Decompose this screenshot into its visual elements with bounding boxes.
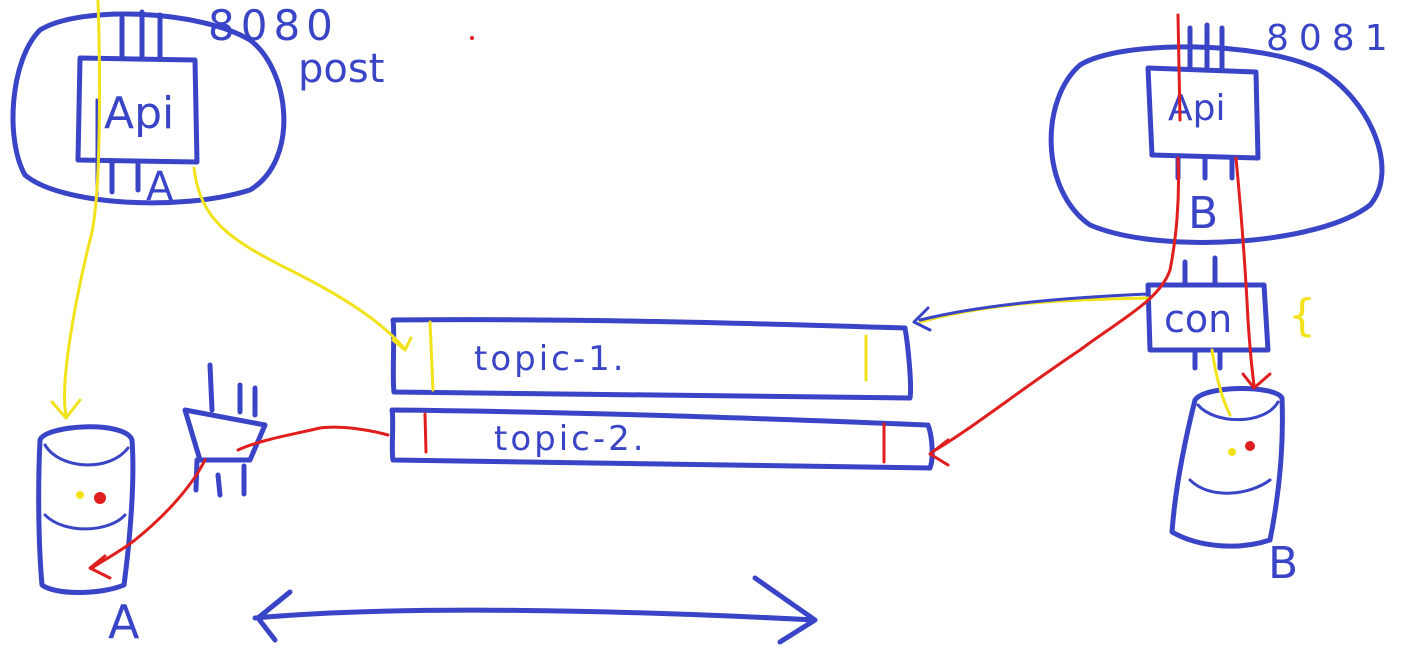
database-b-yellow-record bbox=[1228, 448, 1236, 456]
topic-1-left-marker bbox=[428, 320, 435, 392]
stray-dot bbox=[470, 36, 474, 40]
arrow-consumer-to-topic-1 bbox=[918, 292, 1150, 322]
database-b-top-arc bbox=[1196, 400, 1280, 422]
service-b-brace: { bbox=[1288, 290, 1316, 341]
yellow-flows bbox=[50, 0, 1232, 420]
arrow-head-topic-2 bbox=[928, 438, 950, 467]
database-b bbox=[1169, 386, 1285, 549]
database-a-yellow-record bbox=[76, 491, 84, 499]
service-b-bottom-pins bbox=[1175, 155, 1235, 181]
topic-2-bar bbox=[389, 407, 935, 471]
database-a-label: A bbox=[108, 595, 140, 649]
topic-2-label: topic-2. bbox=[494, 419, 647, 459]
topic-2-left-marker bbox=[423, 412, 428, 454]
database-b-mid-arc bbox=[1188, 478, 1272, 495]
service-b-top-pins bbox=[1187, 22, 1225, 71]
database-a bbox=[36, 424, 136, 595]
flow-consumer-to-database-b bbox=[1210, 348, 1232, 417]
service-b-consumer-top-pins bbox=[1182, 255, 1218, 288]
database-a-red-record bbox=[94, 492, 106, 504]
flow-service-a-to-topic-1 bbox=[192, 166, 406, 350]
topic-2-outline bbox=[389, 407, 935, 471]
service-a-cloud bbox=[10, 11, 287, 206]
service-b-cloud bbox=[1048, 44, 1385, 245]
arrow-head-database-b bbox=[1241, 372, 1272, 390]
service-a-port: 8080 bbox=[208, 1, 339, 50]
service-b-api-box bbox=[1145, 65, 1261, 161]
service-a-api-box bbox=[75, 55, 200, 165]
service-a-letter: A bbox=[146, 164, 174, 210]
service-a-top-pins bbox=[119, 9, 163, 61]
flow-service-b-left-line bbox=[930, 13, 1182, 454]
flow-service-b-right-line bbox=[1234, 156, 1256, 387]
service-b-consumer-box bbox=[1145, 282, 1271, 353]
flow-service-a-to-database-a bbox=[63, 0, 102, 418]
service-b-api-label: Api bbox=[1168, 88, 1225, 129]
arrow-head-database-a bbox=[50, 398, 82, 420]
flow-topic-2-to-consumer-a bbox=[236, 425, 390, 452]
database-a-top-arc bbox=[43, 443, 130, 467]
topic-1-bar bbox=[390, 317, 914, 401]
database-a-mid-arc bbox=[43, 513, 127, 531]
service-a bbox=[10, 9, 287, 206]
consumer-a-box bbox=[182, 407, 268, 463]
red-flows bbox=[88, 13, 1272, 580]
arrow-head-topic-1 bbox=[912, 306, 932, 332]
service-a-api-label: Api bbox=[104, 88, 174, 139]
service-b-letter: B bbox=[1188, 188, 1218, 239]
service-b-consumer-label: con bbox=[1164, 297, 1232, 341]
topic-1-outline bbox=[390, 317, 914, 401]
topic-1-label: topic-1. bbox=[474, 339, 627, 379]
database-b-cylinder bbox=[1169, 386, 1285, 549]
bidirectional-arrow bbox=[252, 575, 818, 645]
blue-arrows bbox=[252, 292, 1150, 645]
database-b-label: B bbox=[1268, 538, 1298, 589]
service-b-port: 8081 bbox=[1266, 18, 1398, 59]
database-a-cylinder bbox=[36, 424, 136, 595]
consumer-a bbox=[182, 362, 268, 498]
service-a-bottom-pins bbox=[109, 159, 141, 195]
service-a-method: post bbox=[298, 46, 384, 92]
service-b-consumer-bottom-pins bbox=[1192, 347, 1223, 371]
arrow-head-database-a-red bbox=[88, 554, 112, 580]
arrow-head-topic-1-in bbox=[391, 336, 413, 352]
flow-consumer-a-to-database-a bbox=[90, 458, 207, 570]
database-b-red-record bbox=[1245, 441, 1255, 451]
consumer-a-top-pins bbox=[207, 362, 258, 418]
